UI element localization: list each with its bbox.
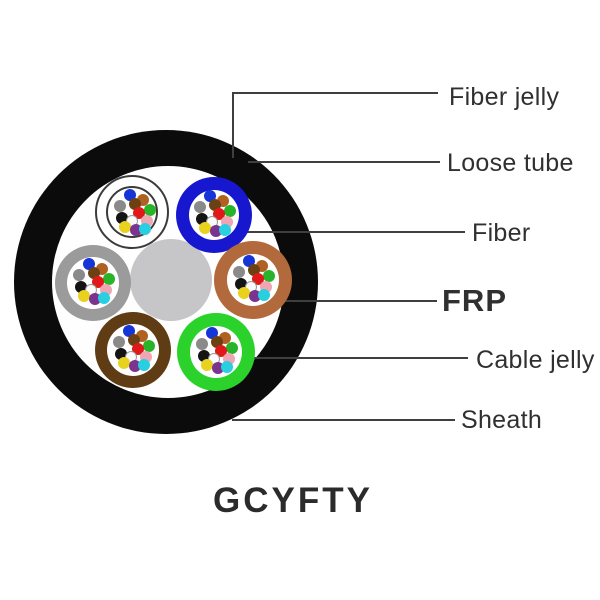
tube-inner-jelly	[106, 186, 158, 238]
frp-strength-member	[130, 239, 212, 321]
tube-inner-jelly	[189, 190, 239, 240]
label-cable-jelly: Cable jelly	[476, 346, 595, 374]
fiber-slate	[113, 336, 125, 348]
leader-line-loose-tube	[248, 161, 440, 163]
loose-tube-green	[177, 313, 255, 391]
tube-inner-jelly	[190, 326, 242, 378]
fiber-aqua	[258, 289, 270, 301]
fiber-aqua	[98, 292, 110, 304]
tube-inner-jelly	[227, 254, 279, 306]
fiber-yellow	[119, 221, 131, 233]
fiber-green	[143, 340, 155, 352]
fiber-aqua	[221, 361, 233, 373]
loose-tube-dark-brown	[95, 312, 171, 388]
leader-line-fiber-jelly-vertical	[232, 92, 234, 158]
fiber-yellow	[78, 290, 90, 302]
fiber-slate	[114, 200, 126, 212]
fiber-green	[224, 205, 236, 217]
fiber-aqua	[139, 223, 151, 235]
fiber-slate	[73, 269, 85, 281]
fiber-slate	[233, 266, 245, 278]
fiber-green	[226, 342, 238, 354]
label-loose-tube: Loose tube	[447, 149, 574, 177]
fiber-green	[103, 273, 115, 285]
label-fiber-jelly: Fiber jelly	[449, 83, 560, 111]
label-frp: FRP	[442, 283, 507, 318]
fiber-green	[263, 270, 275, 282]
diagram-title: GCYFTY	[213, 481, 373, 520]
tube-inner-jelly	[107, 324, 159, 376]
loose-tube-blue	[176, 177, 252, 253]
fiber-slate	[196, 338, 208, 350]
fiber-aqua	[138, 359, 150, 371]
leader-line-cable-jelly	[250, 357, 468, 359]
label-sheath: Sheath	[461, 406, 543, 434]
label-fiber: Fiber	[472, 219, 531, 247]
fiber-yellow	[238, 287, 250, 299]
leader-line-sheath	[232, 419, 455, 421]
fiber-yellow	[199, 222, 211, 234]
loose-tube-white	[95, 175, 169, 249]
loose-tube-gray	[55, 245, 131, 321]
fiber-yellow	[118, 357, 130, 369]
fiber-aqua	[219, 224, 231, 236]
fiber-green	[144, 204, 156, 216]
leader-line-frp	[282, 300, 437, 302]
leader-line-fiber-jelly	[232, 92, 438, 94]
fiber-yellow	[201, 359, 213, 371]
tube-inner-jelly	[67, 257, 119, 309]
fiber-slate	[194, 201, 206, 213]
loose-tube-orange-brown	[214, 241, 292, 319]
leader-line-fiber	[246, 231, 465, 233]
